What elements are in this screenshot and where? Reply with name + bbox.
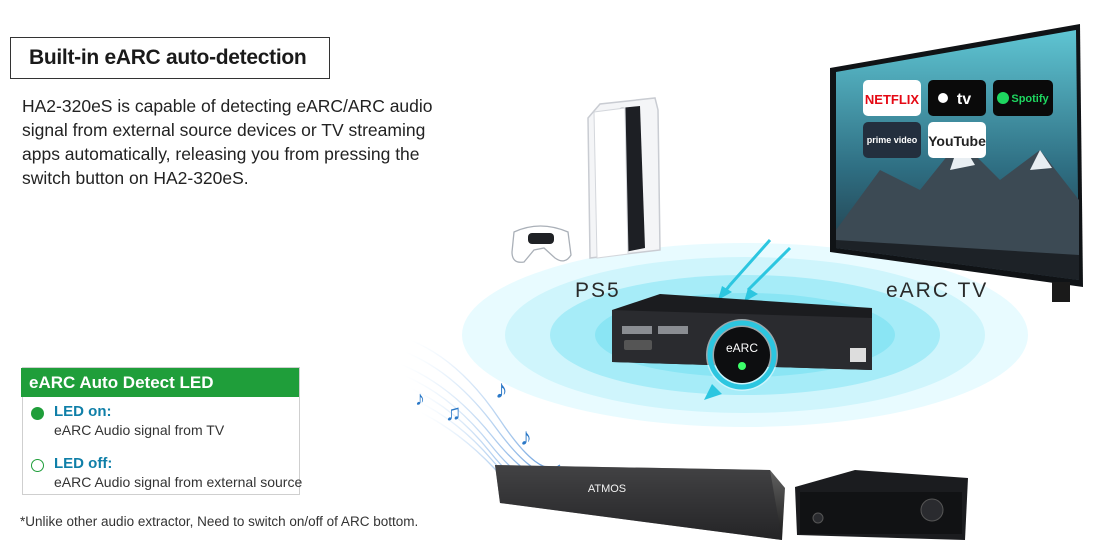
- appletv-label: tv: [957, 91, 971, 108]
- youtube-tile: [928, 122, 986, 158]
- soundbar: ATMOS: [495, 465, 785, 540]
- ps5-console: [587, 97, 661, 259]
- earc-button-label: eARC: [726, 341, 758, 355]
- music-notes: ♪ ♫ ♪ ♪: [415, 374, 532, 451]
- svg-text:♪: ♪: [495, 374, 508, 404]
- footnote: *Unlike other audio extractor, Need to s…: [20, 514, 419, 529]
- led-on-icon: [31, 407, 44, 420]
- svg-text:♪: ♪: [415, 388, 425, 410]
- prime-tile: [863, 122, 921, 158]
- earc-button: eARC: [704, 319, 778, 400]
- apple-icon: [938, 93, 948, 103]
- led-off-icon: [31, 459, 44, 472]
- led-on-desc: eARC Audio signal from TV: [54, 422, 225, 438]
- ps5-controller: [511, 225, 572, 263]
- signal-arrows: [718, 239, 792, 302]
- heading-box: Built-in eARC auto-detection: [10, 37, 330, 79]
- spotify-label: Spotify: [1011, 93, 1049, 105]
- description: HA2-320eS is capable of detecting eARC/A…: [22, 96, 433, 188]
- svg-text:♪: ♪: [520, 424, 532, 451]
- atmos-label: ATMOS: [588, 483, 626, 495]
- led-off-desc: eARC Audio signal from external source: [54, 474, 303, 490]
- led-indicator: [738, 362, 746, 370]
- led-legend: eARC Auto Detect LED LED on: eARC Audio …: [21, 367, 303, 495]
- spotify-icon: [997, 92, 1009, 104]
- svg-text:♫: ♫: [445, 400, 462, 425]
- led-on-title: LED on:: [54, 403, 112, 420]
- led-off-title: LED off:: [54, 455, 113, 472]
- appletv-tile: [928, 80, 986, 116]
- av-receiver: [795, 470, 968, 540]
- heading-text: Built-in eARC auto-detection: [29, 46, 307, 69]
- led-legend-title: eARC Auto Detect LED: [21, 368, 299, 397]
- spotify-tile: [993, 80, 1053, 116]
- ps5-label: PS5: [575, 279, 621, 302]
- youtube-label: YouTube: [928, 133, 986, 149]
- streaming-apps: NETFLIX tv Spotify prime video YouTube: [863, 80, 1053, 158]
- earc-tv-label: eARC TV: [886, 279, 989, 302]
- netflix-label: NETFLIX: [865, 92, 919, 107]
- netflix-tile: [863, 80, 921, 116]
- prime-label: prime video: [867, 135, 918, 145]
